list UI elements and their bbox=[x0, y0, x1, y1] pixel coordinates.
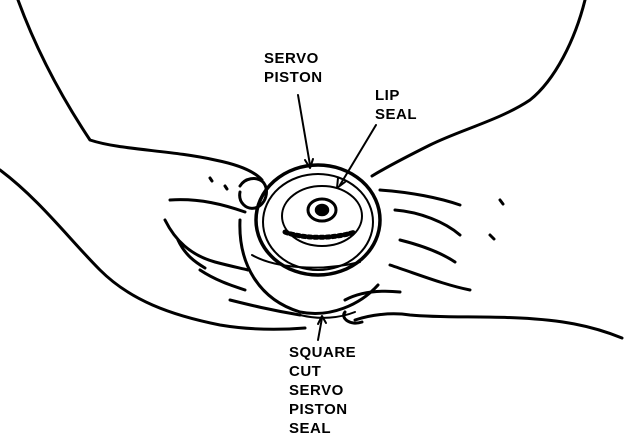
label-lip-seal-line1: LIP bbox=[375, 87, 400, 104]
label-square-cut-line1: SQUARE bbox=[289, 344, 357, 361]
label-square-cut-line4: PISTON bbox=[289, 401, 348, 418]
leader-servo-piston bbox=[297, 94, 311, 166]
arrowhead-servo-piston bbox=[304, 158, 314, 169]
label-servo-piston-line2: PISTON bbox=[264, 69, 323, 86]
arrowhead-lip-seal bbox=[336, 177, 346, 189]
leader-lines bbox=[297, 94, 377, 341]
right-hand bbox=[342, 0, 624, 340]
label-lip-seal-line2: SEAL bbox=[375, 106, 418, 123]
label-servo-piston-line1: SERVO bbox=[264, 50, 319, 67]
label-square-cut-servo-piston-seal: SQUARE CUT SERVO PISTON SEAL bbox=[289, 343, 356, 438]
label-lip-seal: LIP SEAL bbox=[375, 86, 417, 124]
servo-piston bbox=[238, 163, 382, 319]
leader-lip-seal bbox=[339, 124, 377, 186]
left-hand bbox=[0, 0, 307, 331]
leader-square-cut bbox=[317, 317, 323, 341]
label-servo-piston: SERVO PISTON bbox=[264, 49, 323, 87]
arrowhead-square-cut bbox=[317, 315, 327, 325]
label-square-cut-line3: SERVO bbox=[289, 382, 344, 399]
label-square-cut-line2: CUT bbox=[289, 363, 322, 380]
label-square-cut-line5: SEAL bbox=[289, 420, 332, 437]
